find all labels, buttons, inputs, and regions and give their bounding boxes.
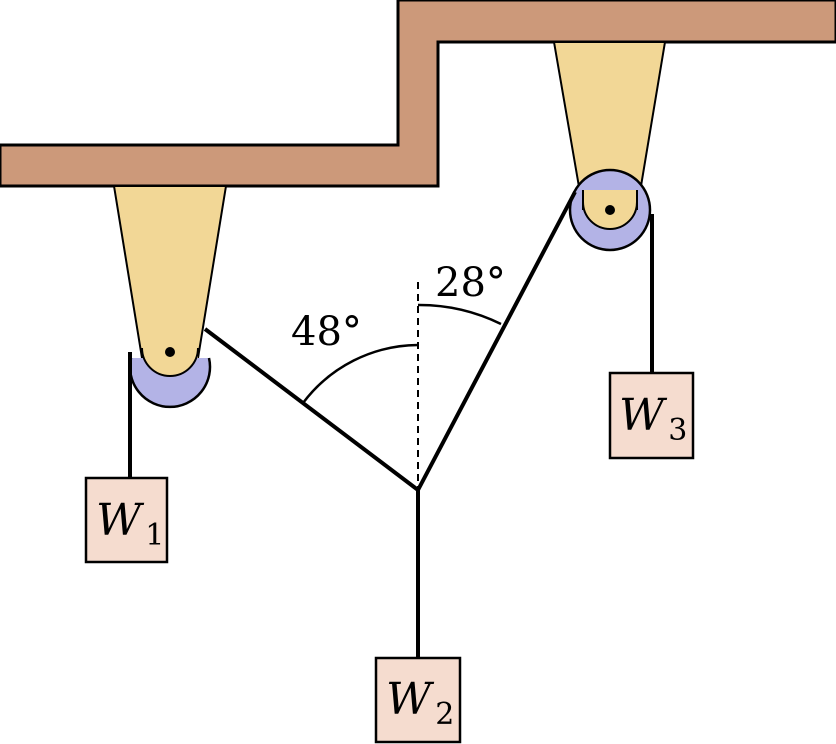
weight-w1-index: 1 [145,518,164,553]
weight-w3-index: 3 [668,413,687,448]
angle-label-right: 28° [435,260,506,306]
rope-left-to-knot [203,327,420,492]
angle-arc-right [417,303,502,326]
left-pulley [128,347,212,409]
svg-text:W 1: W 1 [96,495,164,553]
weight-w3-letter: W [619,390,668,441]
weight-w2: W 2 [374,656,462,744]
right-pulley [568,168,652,252]
weight-w2-letter: W [386,674,435,725]
rope-right-to-knot [416,191,577,491]
ceiling [0,0,836,188]
weight-w2-index: 2 [435,697,454,732]
svg-text:W 3: W 3 [619,390,687,448]
angle-label-left: 48° [291,309,362,355]
angle-arc-left [302,343,419,404]
weight-w1: W 1 [84,476,169,564]
svg-text:W 2: W 2 [386,674,454,732]
weight-w1-letter: W [96,495,145,546]
weight-w3: W 3 [608,371,695,460]
